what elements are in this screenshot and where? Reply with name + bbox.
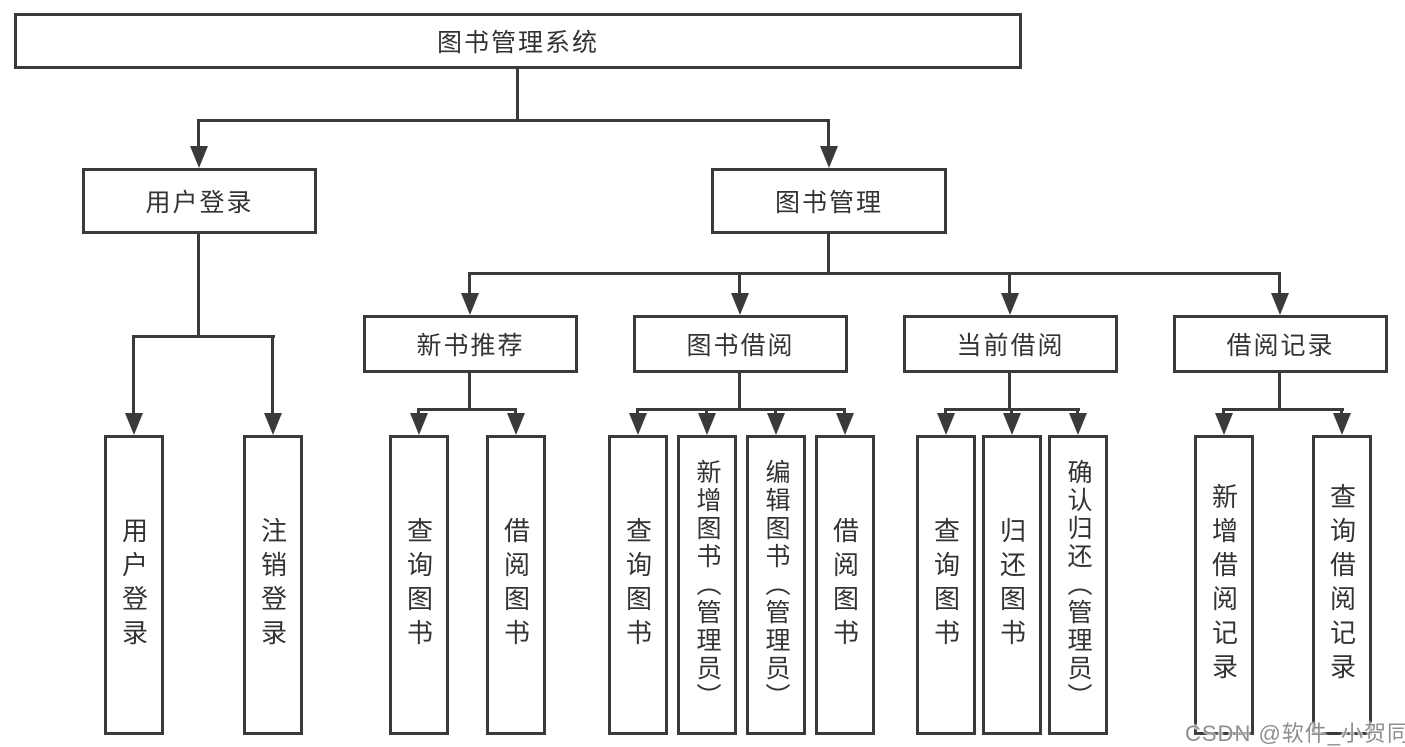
node-leaf-query-books-3: 查询图书 bbox=[916, 435, 976, 735]
node-leaf-confirm-return-admin: 确认归还（管理员） bbox=[1048, 435, 1108, 735]
arrowhead-br-add bbox=[1215, 413, 1233, 435]
connector-br-bus bbox=[1222, 408, 1344, 411]
node-new-book-recommend: 新书推荐 bbox=[363, 315, 578, 373]
connector-drop-ul-logout bbox=[271, 337, 274, 415]
arrowhead-br-query bbox=[1333, 413, 1351, 435]
node-leaf-return-books: 归还图书 bbox=[982, 435, 1042, 735]
connector-nbr-stem bbox=[468, 373, 471, 411]
connector-drop-current-borrow bbox=[1008, 274, 1011, 295]
node-current-borrow: 当前借阅 bbox=[903, 315, 1118, 373]
connector-drop-book-mgmt bbox=[827, 121, 830, 147]
connector-drop-bb-query bbox=[636, 410, 639, 415]
connector-root-stem bbox=[516, 69, 519, 122]
connector-cb-bus bbox=[944, 408, 1080, 411]
node-borrow-records: 借阅记录 bbox=[1173, 315, 1388, 373]
connector-user-login-stem bbox=[197, 234, 200, 338]
arrowhead-book-borrow bbox=[731, 293, 749, 315]
connector-bb-bus bbox=[636, 408, 846, 411]
connector-drop-br-add bbox=[1222, 410, 1225, 415]
arrowhead-borrow-records bbox=[1271, 293, 1289, 315]
connector-drop-br-query bbox=[1340, 410, 1343, 415]
connector-drop-cb-query bbox=[944, 410, 947, 415]
arrowhead-new-book-recommend bbox=[461, 293, 479, 315]
node-book-borrow: 图书借阅 bbox=[633, 315, 848, 373]
arrowhead-cb-confirm bbox=[1069, 413, 1087, 435]
connector-drop-nbr-query bbox=[417, 410, 420, 415]
connector-level2-bus bbox=[197, 119, 830, 122]
connector-drop-bb-add bbox=[705, 410, 708, 415]
arrowhead-user-login bbox=[190, 146, 208, 168]
connector-book-mgmt-stem bbox=[827, 234, 830, 275]
node-leaf-user-login: 用户登录 bbox=[104, 435, 164, 735]
arrowhead-book-mgmt bbox=[820, 146, 838, 168]
node-book-management: 图书管理 bbox=[711, 168, 947, 234]
arrowhead-bb-borrow bbox=[836, 413, 854, 435]
arrowhead-cb-query bbox=[937, 413, 955, 435]
csdn-watermark: CSDN @软件_小贺同学 bbox=[1185, 721, 1405, 746]
arrowhead-bb-edit bbox=[767, 413, 785, 435]
node-leaf-query-books-1: 查询图书 bbox=[389, 435, 449, 735]
connector-level3-bus bbox=[468, 272, 1281, 275]
connector-user-login-bus bbox=[132, 335, 275, 338]
node-library-management-system: 图书管理系统 bbox=[14, 13, 1022, 69]
node-leaf-add-borrow-record: 新增借阅记录 bbox=[1194, 435, 1254, 735]
connector-drop-book-borrow bbox=[738, 274, 741, 295]
connector-nbr-bus bbox=[417, 408, 517, 411]
connector-drop-bb-borrow bbox=[843, 410, 846, 415]
node-leaf-logout: 注销登录 bbox=[243, 435, 303, 735]
node-leaf-add-books-admin: 新增图书（管理员） bbox=[677, 435, 737, 735]
connector-drop-nbr-borrow bbox=[514, 410, 517, 415]
connector-drop-ul-user-login bbox=[132, 337, 135, 415]
connector-drop-cb-return bbox=[1010, 410, 1013, 415]
connector-bb-stem bbox=[738, 373, 741, 411]
arrowhead-current-borrow bbox=[1001, 293, 1019, 315]
arrowhead-bb-add bbox=[698, 413, 716, 435]
arrowhead-cb-return bbox=[1003, 413, 1021, 435]
connector-drop-new-book-recommend bbox=[468, 274, 471, 295]
connector-drop-borrow-records bbox=[1278, 274, 1281, 295]
node-leaf-borrow-books-2: 借阅图书 bbox=[815, 435, 875, 735]
arrowhead-bb-query bbox=[629, 413, 647, 435]
connector-br-stem bbox=[1278, 373, 1281, 411]
connector-cb-stem bbox=[1008, 373, 1011, 411]
arrowhead-nbr-borrow bbox=[507, 413, 525, 435]
node-user-login: 用户登录 bbox=[82, 168, 317, 234]
connector-drop-user-login bbox=[197, 121, 200, 147]
node-leaf-query-borrow-record: 查询借阅记录 bbox=[1312, 435, 1372, 735]
node-leaf-edit-books-admin: 编辑图书（管理员） bbox=[746, 435, 806, 735]
connector-drop-cb-confirm bbox=[1076, 410, 1079, 415]
arrowhead-ul-logout bbox=[264, 413, 282, 435]
connector-drop-bb-edit bbox=[774, 410, 777, 415]
arrowhead-ul-user-login bbox=[125, 413, 143, 435]
node-leaf-borrow-books-1: 借阅图书 bbox=[486, 435, 546, 735]
node-leaf-query-books-2: 查询图书 bbox=[608, 435, 668, 735]
arrowhead-nbr-query bbox=[410, 413, 428, 435]
